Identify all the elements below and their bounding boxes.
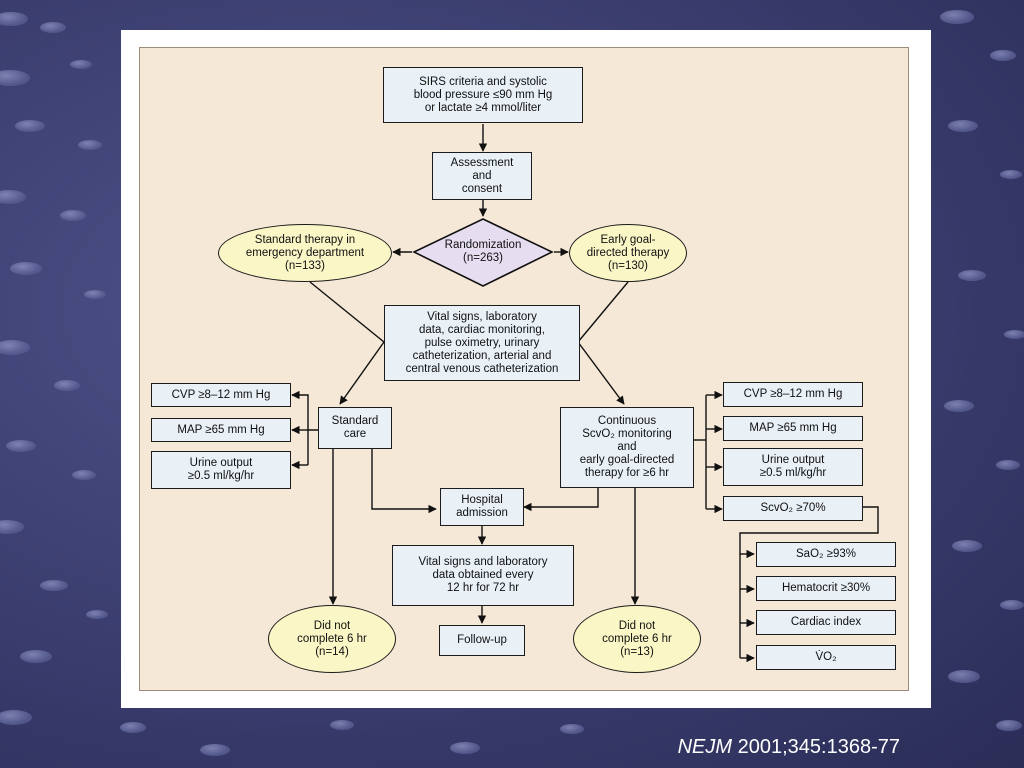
node-randomization-text: Randomization (n=263) — [444, 239, 522, 264]
node-egdt: Early goal- directed therapy (n=130) — [569, 224, 687, 282]
node-did-not-complete-left: Did not complete 6 hr (n=14) — [268, 605, 396, 673]
citation-reference: 2001;345:1368-77 — [732, 736, 900, 758]
node-continuous-monitoring: Continuous ScvO₂ monitoring and early go… — [560, 407, 694, 488]
node-assessment: Assessment and consent — [432, 152, 532, 200]
node-left-urine-text: Urine output ≥0.5 ml/kg/hr — [187, 457, 255, 482]
node-sao2: SaO₂ ≥93% — [756, 542, 896, 567]
node-sao2-text: SaO₂ ≥93% — [796, 548, 856, 560]
node-did-not-complete-right: Did not complete 6 hr (n=13) — [573, 605, 701, 673]
node-follow-up: Follow-up — [439, 625, 525, 656]
node-vital-labs: Vital signs and laboratory data obtained… — [392, 545, 574, 606]
node-sirs-text: SIRS criteria and systolic blood pressur… — [413, 75, 553, 114]
node-vo2-text: V̇O₂ — [815, 651, 837, 663]
node-scvo2-text: ScvO₂ ≥70% — [760, 502, 826, 514]
node-standard-care: Standard care — [318, 407, 392, 449]
node-right-urine: Urine output ≥0.5 ml/kg/hr — [723, 448, 863, 486]
node-hospital-text: Hospital admission — [456, 494, 508, 519]
node-left-cvp: CVP ≥8–12 mm Hg — [151, 383, 291, 407]
node-left-cvp-text: CVP ≥8–12 mm Hg — [171, 388, 271, 401]
node-right-urine-text: Urine output ≥0.5 ml/kg/hr — [759, 454, 827, 479]
node-randomization: Randomization (n=263) — [418, 236, 548, 268]
node-left-map-text: MAP ≥65 mm Hg — [177, 423, 265, 436]
node-dnc-right-text: Did not complete 6 hr (n=13) — [602, 619, 672, 658]
node-vital-labs-text: Vital signs and laboratory data obtained… — [418, 556, 548, 594]
node-right-cvp-text: CVP ≥8–12 mm Hg — [743, 388, 843, 400]
node-left-urine: Urine output ≥0.5 ml/kg/hr — [151, 451, 291, 489]
node-follow-up-text: Follow-up — [457, 634, 507, 646]
node-vo2: V̇O₂ — [756, 645, 896, 670]
node-assessment-text: Assessment and consent — [450, 156, 514, 195]
node-right-cvp: CVP ≥8–12 mm Hg — [723, 382, 863, 407]
node-hospital-admission: Hospital admission — [440, 488, 524, 526]
node-vital-signs: Vital signs, laboratory data, cardiac mo… — [384, 305, 580, 381]
node-hematocrit-text: Hematocrit ≥30% — [781, 582, 871, 594]
citation-journal: NEJM — [677, 736, 733, 758]
node-hematocrit: Hematocrit ≥30% — [756, 576, 896, 601]
node-vital-signs-text: Vital signs, laboratory data, cardiac mo… — [405, 310, 559, 375]
node-standard-therapy-text: Standard therapy in emergency department… — [245, 233, 365, 272]
node-right-map-text: MAP ≥65 mm Hg — [749, 422, 837, 434]
node-scvo2: ScvO₂ ≥70% — [723, 496, 863, 521]
node-cardiac-index: Cardiac index — [756, 610, 896, 635]
node-standard-care-text: Standard care — [331, 415, 379, 440]
node-dnc-left-text: Did not complete 6 hr (n=14) — [297, 619, 367, 658]
node-right-map: MAP ≥65 mm Hg — [723, 416, 863, 441]
node-cardiac-index-text: Cardiac index — [790, 616, 862, 628]
node-left-map: MAP ≥65 mm Hg — [151, 418, 291, 442]
node-continuous-text: Continuous ScvO₂ monitoring and early go… — [579, 415, 675, 479]
node-egdt-text: Early goal- directed therapy (n=130) — [586, 233, 670, 272]
node-standard-therapy: Standard therapy in emergency department… — [218, 224, 392, 282]
citation: NEJM 2001;345:1368-77 — [678, 736, 900, 759]
node-sirs-criteria: SIRS criteria and systolic blood pressur… — [383, 67, 583, 123]
